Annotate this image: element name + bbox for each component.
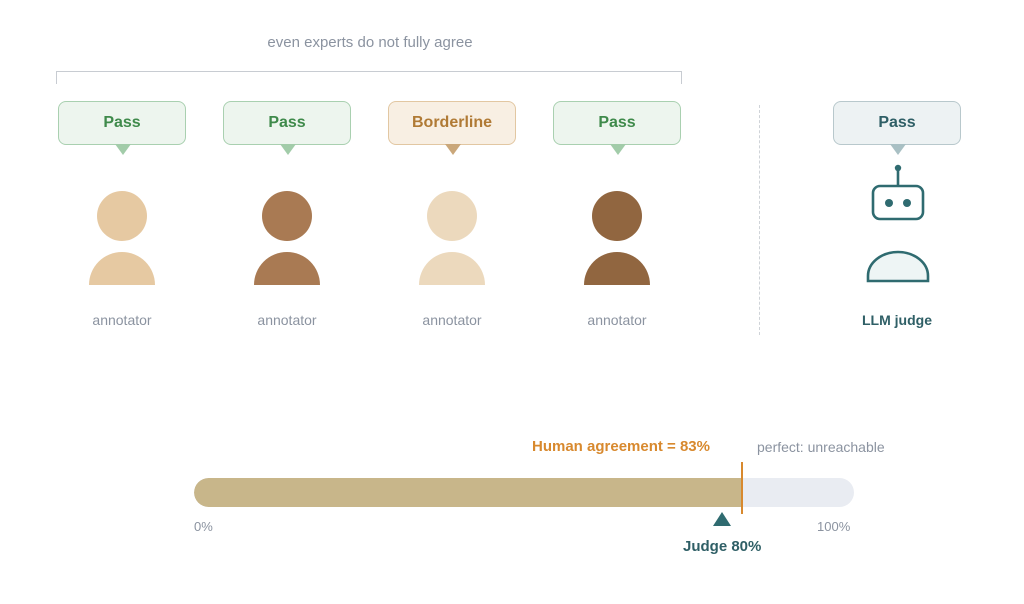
verdict-bubble-1: Pass <box>58 101 186 155</box>
judge-score-label: Judge 80% <box>683 538 762 555</box>
perfect-label: perfect: unreachable <box>757 439 885 455</box>
verdict-text: Borderline <box>411 114 492 131</box>
human-agreement-label: Human agreement = 83% <box>532 438 710 455</box>
caption: even experts do not fully agree <box>267 34 473 51</box>
annotator-icon-2 <box>247 188 327 288</box>
verdict-text: Pass <box>598 114 636 131</box>
annotator-icon-4 <box>577 188 657 288</box>
judge-verdict-bubble: Pass <box>833 101 961 155</box>
annotator-label: annotator <box>92 312 152 328</box>
verdict-bubble-4: Pass <box>553 101 681 155</box>
verdict-bubble-3: Borderline <box>388 101 516 155</box>
verdict-text: Pass <box>103 114 141 131</box>
annotator-label: annotator <box>587 312 647 328</box>
agreement-track <box>194 478 854 507</box>
verdict-text: Pass <box>268 114 306 131</box>
human-agreement-fill <box>194 478 742 507</box>
human-agreement-marker <box>740 462 743 514</box>
divider <box>759 105 760 335</box>
annotator-icon-1 <box>82 188 162 288</box>
judge-label: LLM judge <box>862 312 932 328</box>
annotator-label: annotator <box>422 312 482 328</box>
judge-marker-icon <box>713 512 731 526</box>
scale-min-label: 0% <box>194 519 213 534</box>
scale-max-label: 100% <box>817 519 851 534</box>
annotator-label: annotator <box>257 312 317 328</box>
annotator-icon-3 <box>412 188 492 288</box>
verdict-bubble-2: Pass <box>223 101 351 155</box>
annotator-bracket <box>56 71 682 84</box>
verdict-text: Pass <box>878 114 916 131</box>
robot-icon <box>866 164 930 283</box>
